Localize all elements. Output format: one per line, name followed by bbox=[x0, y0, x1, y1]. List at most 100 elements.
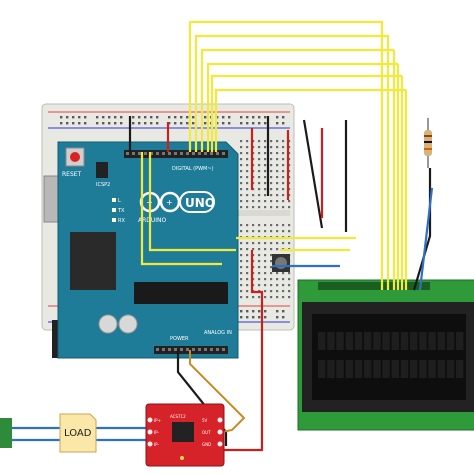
header-pin bbox=[156, 348, 159, 351]
breadboard-hole bbox=[288, 224, 291, 227]
breadboard-hole bbox=[276, 164, 279, 167]
led-tx bbox=[112, 208, 116, 212]
breadboard-hole bbox=[276, 316, 279, 319]
breadboard-hole bbox=[258, 158, 261, 161]
breadboard-hole bbox=[78, 122, 81, 125]
breadboard-hole bbox=[258, 152, 261, 155]
breadboard-hole bbox=[282, 310, 285, 313]
lcd-cell bbox=[318, 360, 326, 378]
breadboard-hole bbox=[276, 242, 279, 245]
breadboard-hole bbox=[84, 116, 87, 119]
breadboard-hole bbox=[132, 116, 135, 119]
header-pin bbox=[168, 348, 171, 351]
breadboard-hole bbox=[174, 116, 177, 119]
lcd-cell bbox=[456, 332, 464, 350]
breadboard-hole bbox=[120, 122, 123, 125]
breadboard-hole bbox=[246, 310, 249, 313]
breadboard-hole bbox=[246, 152, 249, 155]
header-pin bbox=[126, 152, 129, 155]
breadboard-hole bbox=[240, 122, 243, 125]
lcd-cell bbox=[410, 332, 418, 350]
breadboard-hole bbox=[282, 146, 285, 149]
breadboard-hole bbox=[192, 122, 195, 125]
yellow-wire-8 bbox=[148, 152, 236, 252]
breadboard-hole bbox=[66, 116, 69, 119]
lcd-cell bbox=[456, 360, 464, 378]
breadboard-hole bbox=[264, 206, 267, 209]
sensor-pin-left-1: IP- bbox=[154, 430, 160, 435]
lcd-cell bbox=[419, 360, 427, 378]
breadboard-hole bbox=[252, 316, 255, 319]
header-pin bbox=[174, 348, 177, 351]
led-rx bbox=[112, 218, 116, 222]
blue-wires bbox=[272, 187, 434, 291]
breadboard-hole bbox=[240, 182, 243, 185]
breadboard-hole bbox=[276, 200, 279, 203]
led-l bbox=[112, 198, 116, 202]
breadboard-hole bbox=[282, 116, 285, 119]
breadboard-hole bbox=[246, 200, 249, 203]
breadboard-hole bbox=[270, 254, 273, 257]
breadboard-hole bbox=[288, 278, 291, 281]
header-pin bbox=[132, 152, 135, 155]
breadboard-hole bbox=[270, 284, 273, 287]
breadboard-hole bbox=[240, 206, 243, 209]
breadboard-hole bbox=[276, 296, 279, 299]
breadboard-hole bbox=[252, 170, 255, 173]
current-sensor-board: ACS712 IP+ IP- IP- 5V OUT GND bbox=[145, 403, 225, 467]
breadboard-hole bbox=[276, 116, 279, 119]
potentiometer bbox=[272, 254, 290, 272]
breadboard-hole bbox=[252, 158, 255, 161]
lcd-cell bbox=[373, 332, 381, 350]
header-pin bbox=[204, 152, 207, 155]
breadboard-hole bbox=[270, 176, 273, 179]
breadboard-hole bbox=[246, 194, 249, 197]
header-pin bbox=[192, 152, 195, 155]
breadboard-hole bbox=[258, 266, 261, 269]
breadboard-hole bbox=[276, 146, 279, 149]
breadboard-hole bbox=[282, 284, 285, 287]
power-header-pins bbox=[156, 348, 225, 351]
breadboard-hole bbox=[222, 116, 225, 119]
sensor-led bbox=[180, 456, 184, 460]
breadboard-hole bbox=[246, 316, 249, 319]
breadboard-hole bbox=[276, 290, 279, 293]
breadboard-hole bbox=[252, 152, 255, 155]
breadboard-hole bbox=[264, 260, 267, 263]
breadboard-hole bbox=[270, 266, 273, 269]
breadboard-hole bbox=[132, 122, 135, 125]
yellow-wire-bus bbox=[140, 20, 408, 290]
breadboard-hole bbox=[264, 176, 267, 179]
resistor-band-3 bbox=[424, 148, 432, 150]
sensor-chip-label: ACS712 bbox=[170, 414, 186, 419]
lcd-cell bbox=[318, 332, 326, 350]
potentiometer-knob bbox=[275, 257, 287, 269]
breadboard-hole bbox=[282, 188, 285, 191]
breadboard-hole bbox=[204, 116, 207, 119]
lcd-cell bbox=[327, 332, 335, 350]
lcd-cell bbox=[400, 360, 409, 378]
breadboard-hole bbox=[258, 316, 261, 319]
signal-wire bbox=[189, 350, 246, 433]
breadboard-hole bbox=[276, 272, 279, 275]
breadboard-hole bbox=[264, 122, 267, 125]
breadboard-hole bbox=[240, 278, 243, 281]
breadboard-hole bbox=[240, 176, 243, 179]
breadboard-hole bbox=[252, 310, 255, 313]
breadboard-hole bbox=[276, 310, 279, 313]
breadboard-hole bbox=[288, 206, 291, 209]
breadboard-hole bbox=[282, 176, 285, 179]
header-pin bbox=[222, 348, 225, 351]
breadboard-hole bbox=[276, 140, 279, 143]
breadboard-hole bbox=[276, 206, 279, 209]
sensor-pin-5v bbox=[217, 417, 223, 423]
breadboard-hole bbox=[288, 290, 291, 293]
breadboard-hole bbox=[258, 200, 261, 203]
breadboard-hole bbox=[252, 188, 255, 191]
breadboard-hole bbox=[240, 296, 243, 299]
breadboard-hole bbox=[174, 122, 177, 125]
breadboard-hole bbox=[258, 224, 261, 227]
breadboard-hole bbox=[270, 182, 273, 185]
